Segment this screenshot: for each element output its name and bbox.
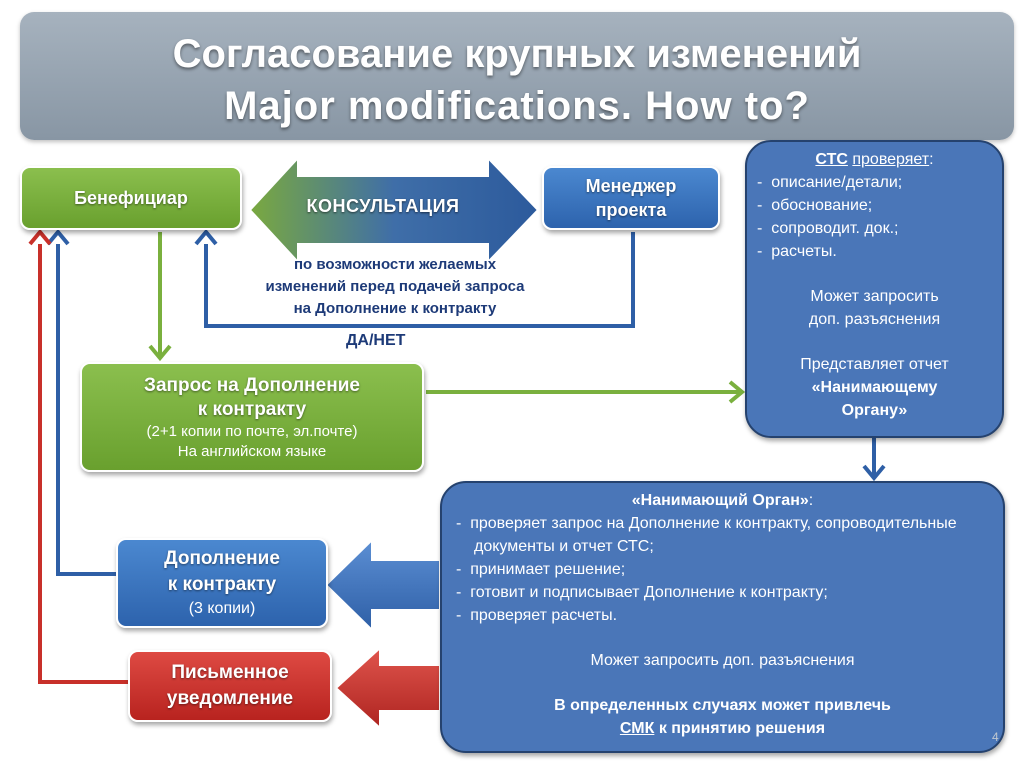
- ctc-subject: СТС: [815, 151, 848, 168]
- request-copies: (2+1 копии по почте, эл.почте): [146, 423, 358, 440]
- smk-word: СМК: [619, 720, 655, 737]
- list-item: - описание/детали;: [757, 174, 903, 191]
- notice-to-beneficiary-line: [38, 244, 128, 684]
- ctc-report: Представляет отчет «Нанимающему Органу»: [800, 356, 949, 419]
- written-notice-box: Письменное уведомление: [128, 650, 332, 722]
- authority-smk-note: В определенных случаях может привлечь СМ…: [554, 697, 891, 737]
- authority-duties: - проверяет запрос на Дополнение к контр…: [456, 512, 989, 627]
- slide-number: 4: [992, 730, 999, 744]
- ctc-heading: СТС проверяет:: [757, 148, 992, 171]
- notice-feedback-arrowhead: [28, 228, 52, 246]
- authority-colon: :: [808, 492, 814, 509]
- consult-note-line-3: на Дополнение к контракту: [293, 300, 497, 317]
- ctc-may-request: Может запросить доп. разъяснения: [808, 288, 941, 328]
- authority-title: «Нанимающий Орган»: [631, 492, 809, 509]
- list-item: - принимает решение;: [456, 561, 626, 578]
- ctc-verb: проверяет: [852, 151, 930, 168]
- beneficiary-box: Бенефициар: [20, 166, 242, 230]
- manager-feedback-arrowhead: [194, 228, 218, 246]
- list-item: - проверяет запрос на Дополнение к контр…: [456, 515, 957, 555]
- list-item: - обоснование;: [757, 197, 873, 214]
- list-item: - расчеты.: [757, 243, 837, 260]
- request-box: Запрос на Дополнение к контракту (2+1 ко…: [80, 362, 424, 472]
- notice-line-1: Письменное: [171, 662, 289, 683]
- consultation-label: КОНСУЛЬТАЦИЯ: [306, 196, 460, 216]
- yes-no-label: ДА/НЕТ: [346, 332, 406, 349]
- consultation-double-arrow: [248, 155, 540, 265]
- addendum-to-beneficiary-line: [56, 244, 116, 576]
- consult-note-line-2: изменений перед подачей запроса: [265, 278, 525, 295]
- addendum-box: Дополнение к контракту (3 копии): [116, 538, 328, 628]
- request-title-1: Запрос на Дополнение: [144, 375, 360, 396]
- list-item: - сопроводит. док.;: [757, 220, 899, 237]
- ctc-colon: :: [929, 151, 934, 168]
- contracting-authority-panel: «Нанимающий Орган»: - проверяет запрос н…: [440, 481, 1005, 753]
- manager-to-beneficiary-line: [204, 232, 635, 328]
- manager-line-1: Менеджер: [585, 176, 677, 196]
- authority-to-notice-arrow: [334, 645, 441, 731]
- beneficiary-label: Бенефициар: [74, 188, 188, 208]
- addendum-feedback-arrowhead: [46, 228, 70, 246]
- authority-may-request: Может запросить доп. разъяснения: [590, 652, 855, 669]
- addendum-copies: (3 копии): [188, 600, 256, 617]
- authority-heading: «Нанимающий Орган»:: [456, 489, 989, 512]
- project-manager-box: Менеджер проекта: [542, 166, 720, 230]
- title-line-1: Согласование крупных изменений: [172, 32, 862, 76]
- authority-arrowhead: [862, 464, 886, 482]
- ctc-checklist: - описание/детали; - обоснование; - сопр…: [757, 171, 992, 263]
- manager-line-2: проекта: [595, 200, 667, 220]
- list-item: - проверяет расчеты.: [456, 607, 618, 624]
- addendum-title-2: к контракту: [167, 574, 277, 595]
- consultation-note: по возможности желаемых изменений перед …: [210, 254, 580, 320]
- ctc-arrowhead: [728, 380, 746, 404]
- title-bar: Согласование крупных изменений Major mod…: [20, 12, 1014, 140]
- request-title-2: к контракту: [197, 399, 307, 420]
- title-line-2: Major modifications. How to?: [224, 84, 810, 128]
- list-item: - готовит и подписывает Дополнение к кон…: [456, 584, 828, 601]
- ctc-panel: СТС проверяет: - описание/детали; - обос…: [745, 140, 1004, 438]
- authority-to-addendum-arrow: [324, 537, 441, 633]
- notice-line-2: уведомление: [166, 688, 294, 709]
- consult-note-line-1: по возможности желаемых: [293, 256, 497, 273]
- request-language: На английском языке: [177, 443, 327, 460]
- request-arrowhead: [148, 344, 172, 362]
- addendum-title-1: Дополнение: [164, 548, 280, 569]
